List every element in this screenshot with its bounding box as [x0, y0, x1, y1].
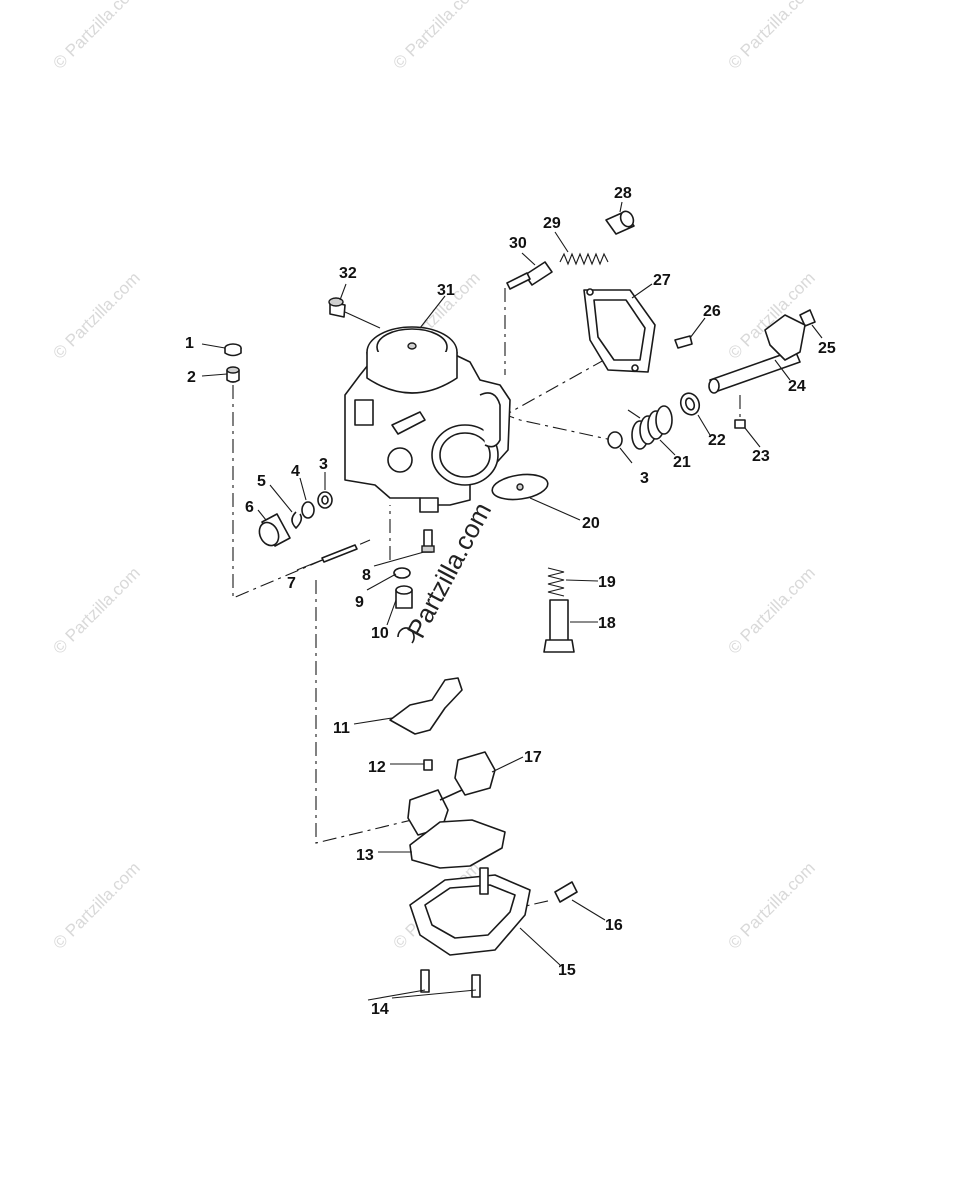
part-3-washer [607, 431, 623, 449]
part-5-clip [291, 511, 303, 529]
part-13-gasket [409, 819, 506, 869]
part-8-jet [421, 529, 435, 553]
part-28-plug [605, 210, 635, 235]
part-27-cover [583, 288, 656, 373]
part-10-needle-jet [395, 585, 415, 644]
watermark: © Partzilla.com [49, 563, 143, 657]
callout-14: 14 [371, 1001, 389, 1018]
callout-1: 1 [185, 335, 194, 352]
callout-15: 15 [558, 962, 576, 979]
leader-lines [201, 201, 823, 1001]
watermark: © Partzilla.com [724, 0, 818, 73]
part-19-spring [547, 567, 565, 597]
part-6-cap [258, 513, 291, 547]
callout-26: 26 [703, 303, 721, 320]
callout-32: 32 [339, 265, 357, 282]
watermark: © Partzilla.com [389, 0, 483, 73]
part-9-oring [393, 567, 411, 579]
callout-10: 10 [371, 625, 389, 642]
callout-31: 31 [437, 282, 455, 299]
part-22-bushing [679, 392, 701, 416]
callout-24: 24 [788, 378, 806, 395]
callout-2: 2 [187, 369, 196, 386]
part-25-screw [799, 309, 816, 327]
part-32-bolt [328, 297, 346, 318]
carburetor-body [344, 326, 511, 513]
part-7-pin [321, 544, 358, 563]
small-parts [224, 210, 816, 998]
callout-21: 21 [673, 454, 691, 471]
part-20-throttle-valve [491, 473, 549, 501]
part-23-screw [734, 419, 746, 429]
callout-8: 8 [362, 567, 371, 584]
callout-3: 3 [640, 470, 649, 487]
callout-16: 16 [605, 917, 623, 934]
part-4-ring [301, 501, 315, 519]
watermark: © Partzilla.com [49, 0, 143, 73]
callout-29: 29 [543, 215, 561, 232]
callout-23: 23 [752, 448, 770, 465]
watermark: © Partzilla.com [724, 858, 818, 952]
center-watermark: Partzilla.com [401, 497, 497, 642]
callout-6: 6 [245, 499, 254, 516]
part-12-screw [423, 759, 433, 771]
callout-19: 19 [598, 574, 616, 591]
callout-25: 25 [818, 340, 836, 357]
callout-11: 11 [333, 720, 350, 737]
watermark: © Partzilla.com [49, 858, 143, 952]
part-30-pilot-screw [506, 261, 553, 290]
watermark: © Partzilla.com [724, 563, 818, 657]
callout-28: 28 [614, 185, 632, 202]
callout-13: 13 [356, 847, 374, 864]
callout-17: 17 [524, 749, 542, 766]
callout-20: 20 [582, 515, 600, 532]
callout-27: 27 [653, 272, 671, 289]
part-15-float-bowl [409, 867, 531, 956]
callout-12: 12 [368, 759, 386, 776]
part-29-spring [559, 252, 609, 266]
callout-4: 4 [291, 463, 300, 480]
part-16-drain-screw [554, 881, 578, 903]
callout-9: 9 [355, 594, 364, 611]
part-11-bracket [389, 677, 463, 735]
callout-18: 18 [598, 615, 616, 632]
watermark: © Partzilla.com [49, 268, 143, 362]
part-14-screws [420, 969, 481, 998]
part-18-idle-screw [543, 599, 575, 653]
callout-7: 7 [287, 575, 296, 592]
callout-22: 22 [708, 432, 726, 449]
part-21-spring [627, 405, 673, 450]
part-26-screw [674, 335, 693, 349]
callout-labels: 1 2 3 3 4 5 6 7 8 9 10 11 12 13 14 15 16… [185, 185, 836, 1018]
part-24-throttle-shaft [708, 314, 806, 394]
callout-3: 3 [319, 456, 328, 473]
callout-30: 30 [509, 235, 527, 252]
callout-5: 5 [257, 473, 266, 490]
